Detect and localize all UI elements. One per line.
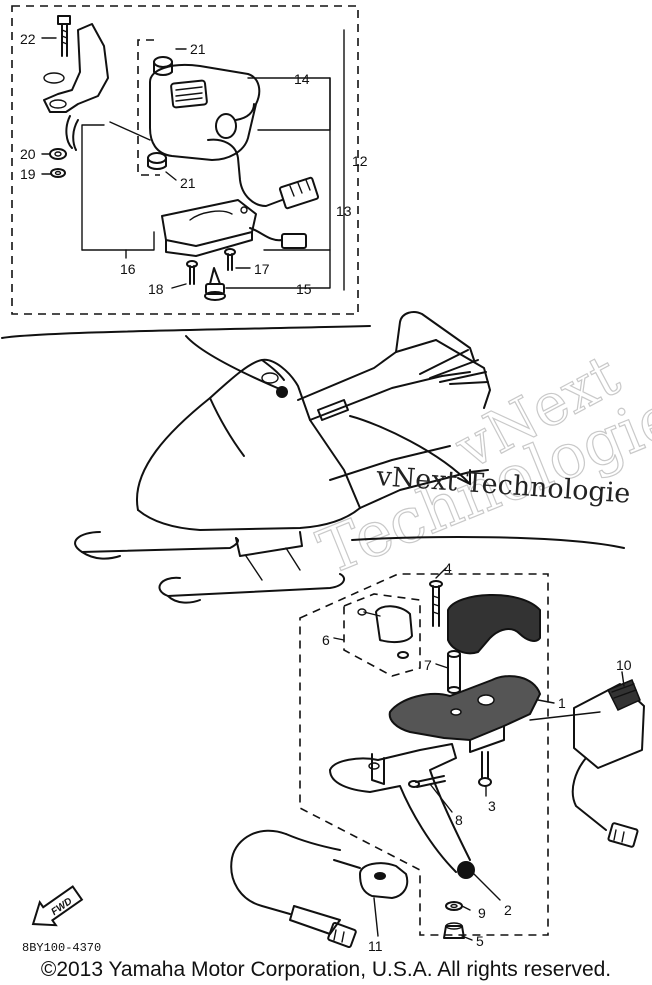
connector-13 — [278, 176, 320, 210]
callout-12: 12 — [352, 153, 368, 169]
callout-19: 19 — [20, 166, 36, 182]
grommet-21-bottom — [147, 152, 167, 170]
leader-7 — [435, 663, 449, 669]
lever-cover — [447, 593, 541, 655]
bracket-16-right — [81, 231, 155, 251]
reference-code: 8BY100-4370 — [22, 941, 101, 955]
leader-bracket-housing — [109, 121, 151, 141]
leader-21-dashed — [137, 39, 160, 176]
inset-bottom: 1 2 3 4 5 6 7 8 9 10 11 — [230, 560, 645, 954]
callout-18: 18 — [148, 281, 164, 297]
leader-4 — [435, 567, 447, 579]
leader-8 — [429, 783, 453, 813]
nut-20 — [49, 148, 67, 160]
callout-14: 14 — [294, 71, 310, 87]
callout-6: 6 — [322, 632, 330, 648]
throttle-lever-2 — [329, 743, 475, 879]
callout-13: 13 — [336, 203, 352, 219]
plug-15 — [204, 267, 226, 301]
inset-top-border — [11, 5, 359, 315]
snowmobile-illustration — [74, 311, 491, 604]
inset-6-border — [343, 593, 421, 677]
bracket-13-15 — [225, 77, 331, 289]
watermark-outline: vNext Technologie — [308, 340, 652, 589]
leader-2 — [473, 873, 501, 901]
spacer-7 — [447, 650, 461, 694]
inset-bottom-border — [299, 573, 549, 936]
washer-9 — [445, 901, 463, 911]
callout-7: 7 — [424, 657, 432, 673]
screw-18 — [186, 260, 198, 285]
leader-21b — [165, 171, 177, 181]
callout-2: 2 — [504, 902, 512, 918]
part-6 — [357, 605, 413, 659]
lower-switch-16 — [161, 199, 307, 257]
leader-to-snowmobile-top — [185, 335, 283, 391]
connector-10 — [571, 679, 645, 848]
callout-22: 22 — [20, 31, 36, 47]
callout-5: 5 — [476, 933, 484, 949]
screw-17 — [224, 248, 236, 271]
callout-10: 10 — [616, 657, 632, 673]
leader-9 — [461, 905, 471, 911]
separator-bottom — [351, 536, 625, 549]
callout-21-bottom: 21 — [180, 175, 196, 191]
leader-11 — [373, 897, 379, 937]
callout-3: 3 — [488, 798, 496, 814]
callout-4: 4 — [444, 560, 452, 576]
callout-15: 15 — [296, 281, 312, 297]
switch-11 — [230, 829, 409, 948]
callout-8: 8 — [455, 812, 463, 828]
leader-6 — [333, 637, 345, 641]
callout-1: 1 — [558, 695, 566, 711]
leader-1 — [537, 699, 555, 704]
washer-19 — [50, 168, 66, 178]
callout-9: 9 — [478, 905, 486, 921]
inset-top: 22 20 19 21 21 14 12 13 16 17 18 15 — [11, 5, 368, 315]
leader-1-connector — [529, 711, 601, 721]
bolt-22 — [57, 15, 71, 57]
leader-5 — [461, 935, 473, 941]
callout-21-top: 21 — [190, 41, 206, 57]
throttle-housing-1 — [388, 675, 542, 753]
bracket-14 — [247, 77, 331, 131]
separator-top — [1, 325, 371, 339]
screw-8 — [408, 775, 446, 788]
leader-10 — [621, 671, 625, 687]
mount-bracket — [43, 23, 109, 151]
bracket-16-left — [81, 124, 105, 251]
callout-16: 16 — [120, 261, 136, 277]
screw-3 — [478, 751, 492, 787]
callout-17: 17 — [254, 261, 270, 277]
bolt-4 — [429, 580, 443, 627]
leader-18 — [171, 283, 187, 289]
copyright-notice: ©2013 Yamaha Motor Corporation, U.S.A. A… — [40, 958, 612, 981]
callout-20: 20 — [20, 146, 36, 162]
nut-5 — [443, 922, 465, 939]
callout-11: 11 — [368, 938, 383, 954]
switch-housing-14 — [149, 64, 283, 207]
front-arrow-icon: FWD — [31, 885, 84, 927]
